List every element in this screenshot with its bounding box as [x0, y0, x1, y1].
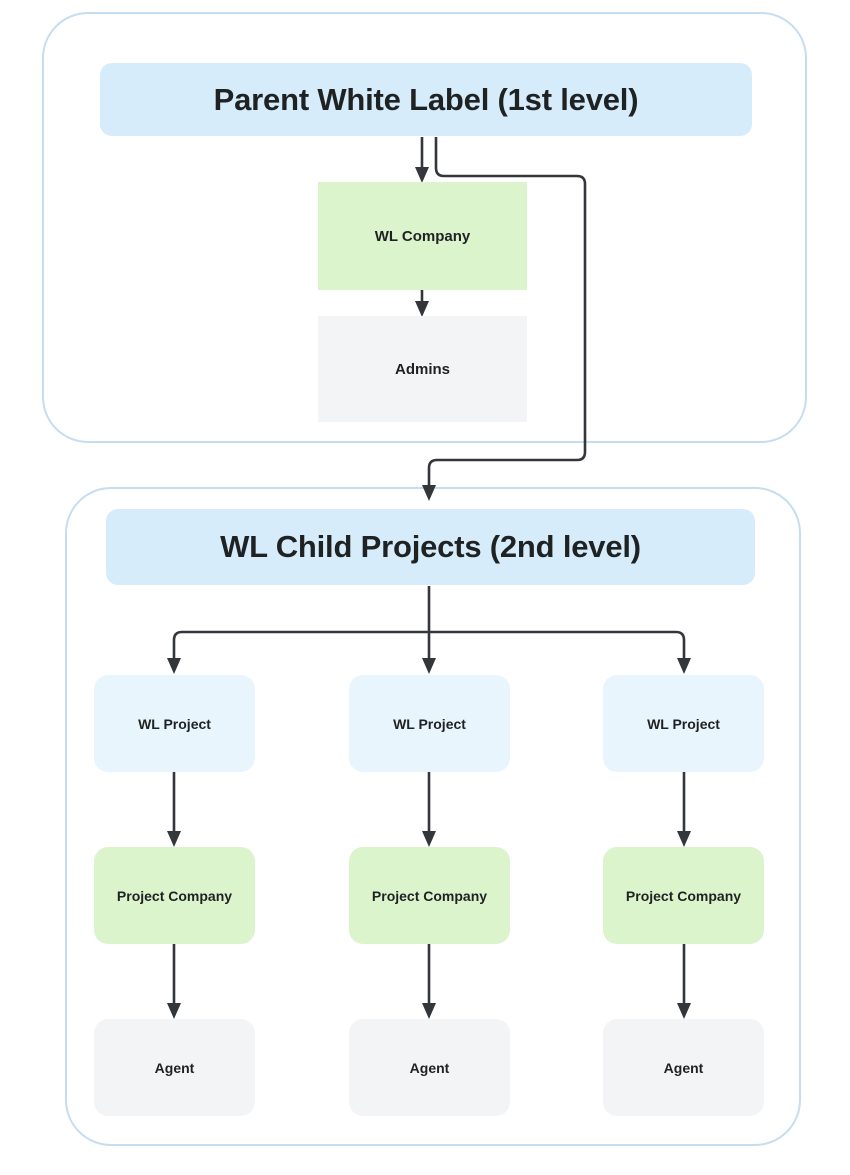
node-column-1-agent[interactable]: Agent [94, 1019, 255, 1116]
node-wl-child-projects-title[interactable]: WL Child Projects (2nd level) [106, 509, 755, 585]
node-wl-company[interactable]: WL Company [318, 182, 527, 290]
node-column-3-agent[interactable]: Agent [603, 1019, 764, 1116]
node-column-2-agent[interactable]: Agent [349, 1019, 510, 1116]
node-column-1-project-company[interactable]: Project Company [94, 847, 255, 944]
node-column-3-project-company[interactable]: Project Company [603, 847, 764, 944]
node-column-2-project-company[interactable]: Project Company [349, 847, 510, 944]
node-column-3-wl-project[interactable]: WL Project [603, 675, 764, 772]
node-admins[interactable]: Admins [318, 316, 527, 422]
node-column-1-wl-project[interactable]: WL Project [94, 675, 255, 772]
node-parent-white-label-title[interactable]: Parent White Label (1st level) [100, 63, 752, 136]
node-column-2-wl-project[interactable]: WL Project [349, 675, 510, 772]
